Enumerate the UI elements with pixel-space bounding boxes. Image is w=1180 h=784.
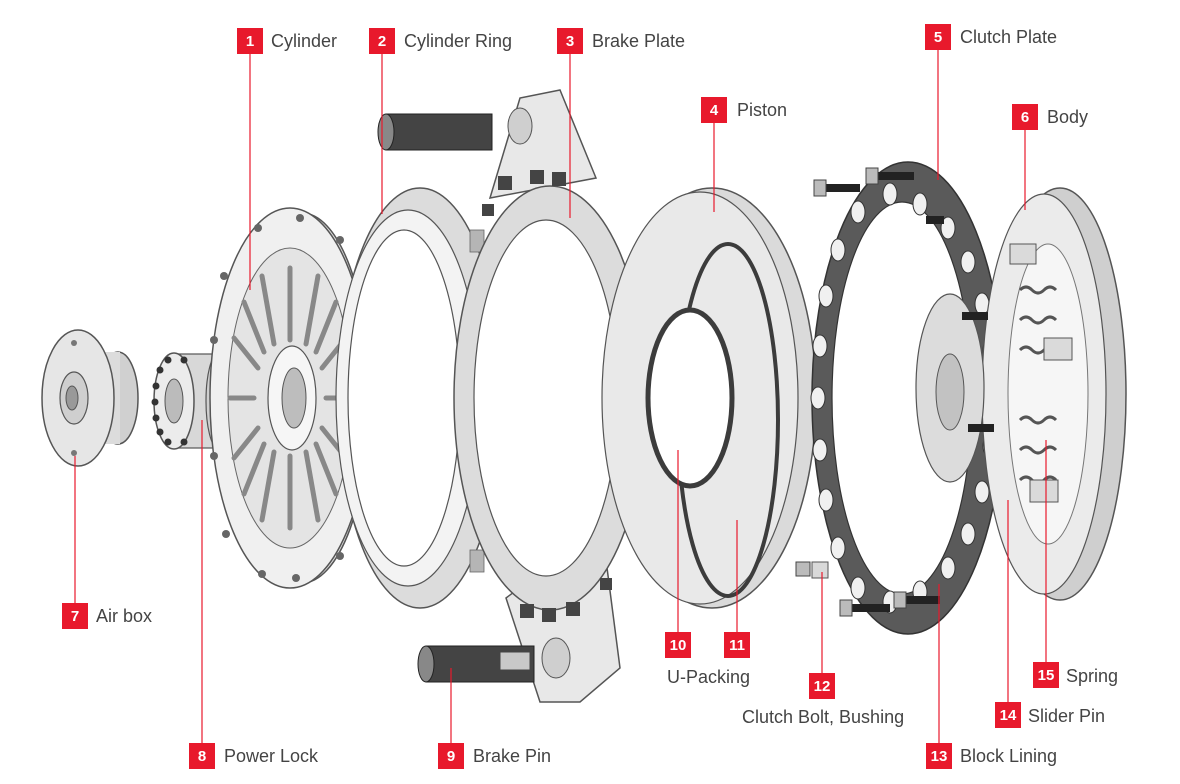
cylinder-drawing [209, 207, 378, 589]
cylinder-ring-drawing [335, 187, 503, 609]
callout-badge-14: 14 [995, 702, 1021, 728]
callout-label-piston: Piston [737, 100, 788, 120]
callout-badge-3: 3 [557, 28, 583, 54]
callout-badge-15: 15 [1033, 662, 1059, 688]
callout-label-brake-plate: Brake Plate [592, 31, 686, 51]
clutch-plate-drawing [810, 161, 1005, 635]
callout-badge-6: 6 [1012, 104, 1038, 130]
callout-label-slider-pin: Slider Pin [1028, 706, 1106, 726]
callout-badge-5: 5 [925, 24, 951, 50]
brake-plate-drawing [453, 89, 647, 703]
body-drawing [915, 187, 1127, 601]
brake-pin-drawing [377, 113, 535, 683]
callout-badge-2: 2 [369, 28, 395, 54]
callout-label-body: Body [1047, 107, 1089, 127]
callout-label-u-packing: U-Packing [667, 667, 751, 687]
callout-label-spring: Spring [1066, 666, 1119, 686]
callout-badge-9: 9 [438, 743, 464, 769]
air-box-drawing [41, 329, 139, 467]
callout-badge-7: 7 [62, 603, 88, 629]
callout-badge-13: 13 [926, 743, 952, 769]
callout-label-block-lining: Block Lining [960, 746, 1058, 766]
callout-label-brake-pin: Brake Pin [473, 746, 552, 766]
leader-lines [74, 50, 1047, 743]
callout-label-cylinder: Cylinder [271, 31, 338, 51]
callout-badge-12: 12 [809, 673, 835, 699]
callout-badge-10: 10 [665, 632, 691, 658]
callout-badge-11: 11 [724, 632, 750, 658]
callout-badge-1: 1 [237, 28, 263, 54]
callout-badge-8: 8 [189, 743, 215, 769]
callout-label-power-lock: Power Lock [224, 746, 319, 766]
piston-drawing [601, 187, 817, 609]
callout-badge-4: 4 [701, 97, 727, 123]
callout-label-clutch-plate: Clutch Plate [960, 27, 1058, 47]
callout-label-clutch-bolt-bushing: Clutch Bolt, Bushing [742, 707, 905, 727]
callout-label-cylinder-ring: Cylinder Ring [404, 31, 513, 51]
clutch-bolt-drawing [795, 167, 940, 617]
callout-label-air-box: Air box [96, 606, 153, 626]
